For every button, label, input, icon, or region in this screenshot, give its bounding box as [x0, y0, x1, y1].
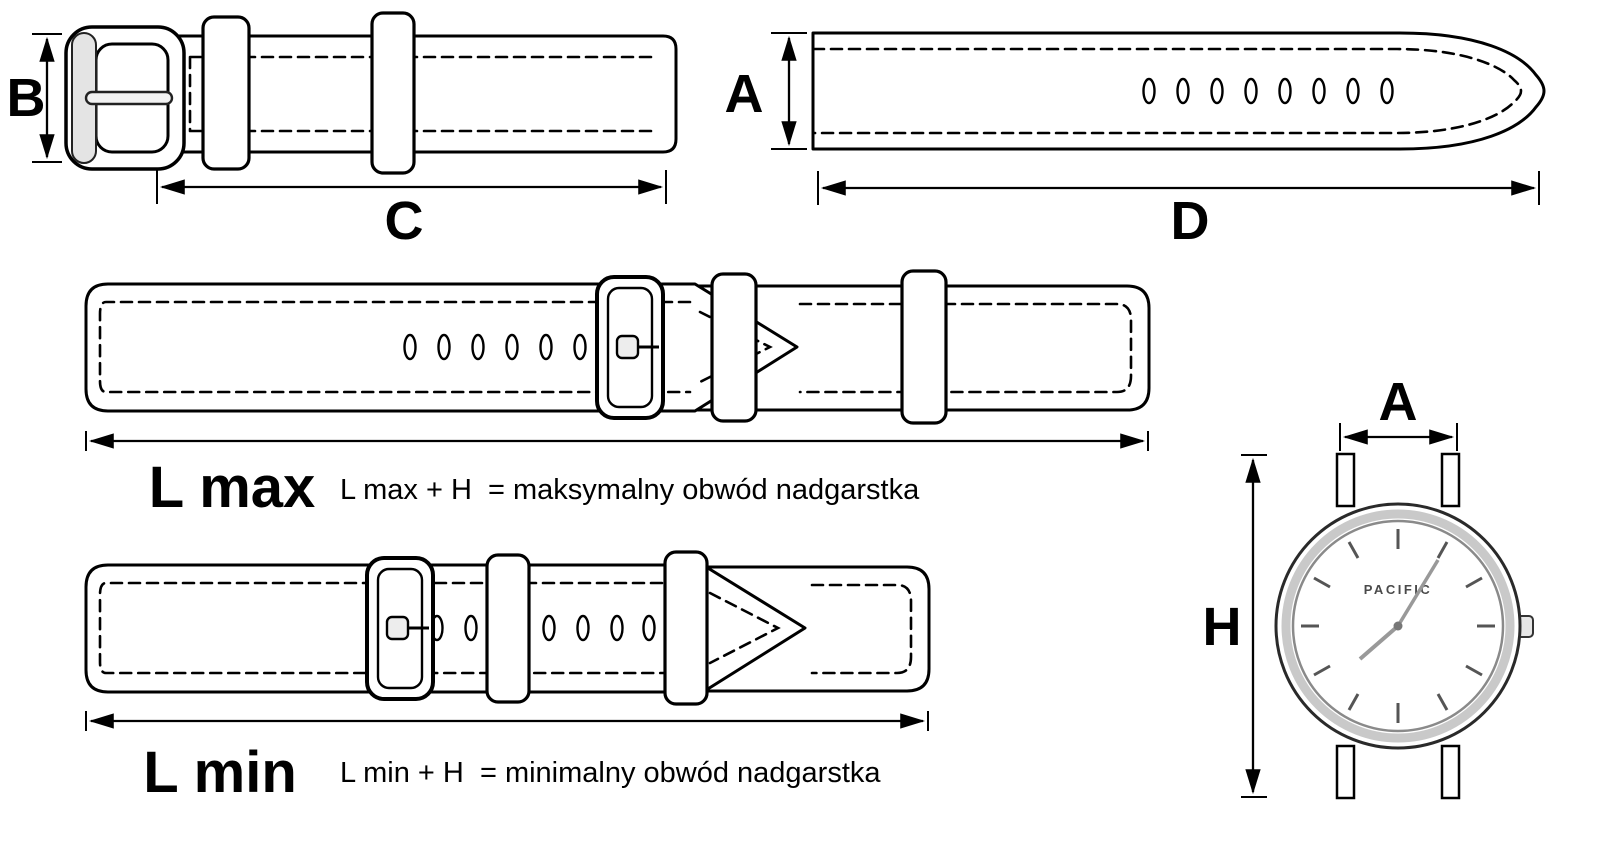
lmax-label: L max: [149, 455, 316, 520]
watch-lug: [1440, 744, 1461, 800]
lmin-label: L min: [143, 740, 297, 805]
keeper-loop: [710, 272, 758, 423]
watch-diagram: PACIFIC A H: [1203, 372, 1534, 800]
strap-hole: [1210, 77, 1224, 105]
keeper-loop: [370, 11, 416, 175]
hour-hand: [1358, 624, 1400, 661]
buckle-pivot: [385, 615, 410, 641]
keeper-loop: [900, 269, 948, 425]
watch-brand-label: PACIFIC: [1364, 582, 1433, 597]
lmax-formula: L max + H = maksymalny obwód nadgarstka: [340, 474, 920, 506]
buckle-prong: [84, 90, 174, 106]
minute-hand: [1396, 559, 1440, 627]
strap-hole: [1346, 77, 1360, 105]
watch-bezel: [1281, 509, 1515, 743]
strap-tail: [84, 563, 807, 694]
watch-lug: [1335, 452, 1356, 508]
strap-hole: [471, 333, 485, 361]
strap-hole: [464, 614, 478, 642]
lmax-strap-diagram: L max L max + H = maksymalny obwód nadga…: [84, 269, 1151, 520]
strap-right-part: [638, 284, 1151, 412]
dim-a-label: A: [725, 64, 764, 124]
buckle-piece-diagram: B C: [7, 11, 678, 251]
hour-markers: [1301, 529, 1495, 723]
strap-hole: [1278, 77, 1292, 105]
watch-lug: [1440, 452, 1461, 508]
strap-hole: [576, 614, 590, 642]
watch-dim-a-label: A: [1379, 372, 1418, 432]
strap-hole: [505, 333, 519, 361]
stitching: [188, 55, 660, 133]
strap-hole: [1312, 77, 1326, 105]
watch-dim-h-label: H: [1203, 597, 1242, 657]
hand-center-dot: [1393, 621, 1403, 631]
tip-stitching: [708, 591, 781, 665]
long-piece-diagram: A D: [725, 31, 1546, 251]
strap-hole: [610, 614, 624, 642]
strap-hole: [539, 333, 553, 361]
stitching: [98, 581, 700, 675]
strap-hole: [573, 333, 587, 361]
dim-c-label: C: [385, 191, 424, 251]
strap-holes: [1142, 77, 1394, 105]
strap-hole: [642, 614, 656, 642]
strap-holes: [403, 333, 587, 361]
lmin-formula: L min + H = minimalny obwód nadgarstka: [340, 757, 881, 789]
lmin-strap-diagram: L min L min + H = minimalny obwód nadgar…: [84, 550, 931, 805]
strap-hole: [1142, 77, 1156, 105]
stitching: [798, 302, 1133, 394]
stitching: [98, 300, 692, 394]
keeper-loop: [663, 550, 709, 706]
stitching: [811, 47, 1523, 135]
strap-hole: [1380, 77, 1394, 105]
strap-hole: [542, 614, 556, 642]
dim-b-label: B: [7, 68, 46, 128]
strap-hole: [403, 333, 417, 361]
stitching: [810, 583, 913, 675]
strap-hole: [437, 333, 451, 361]
strap-hole: [1176, 77, 1190, 105]
keeper-loop: [485, 553, 531, 704]
watch-lug: [1335, 744, 1356, 800]
dim-d-label: D: [1171, 191, 1210, 251]
strap-hole: [1244, 77, 1258, 105]
buckle-pivot: [615, 334, 640, 360]
keeper-loop: [201, 15, 251, 171]
